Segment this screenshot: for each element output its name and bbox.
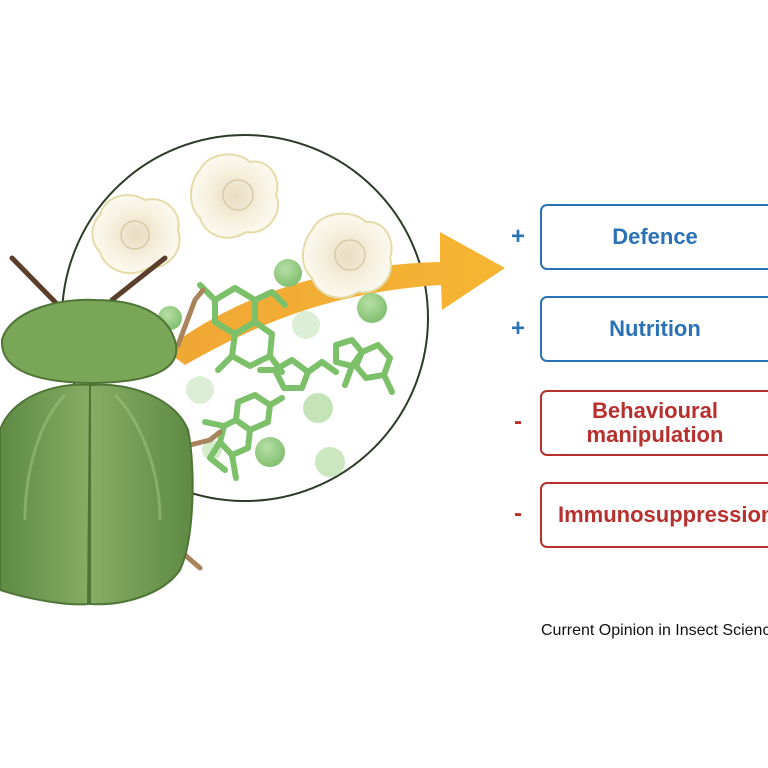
effect-box-behavioural: Behavioural manipulation [540,390,768,456]
molecule-icon [202,392,285,481]
journal-credit: Current Opinion in Insect Science [541,622,768,639]
effect-box-immuno: Immunosuppression [540,482,768,548]
symbiont-cell-icon [190,153,279,239]
symbiont-cell-icon [302,212,393,299]
molecule-icon [257,337,395,395]
effect-sign-immuno: - [514,500,522,527]
effect-sign-nutrition: + [510,315,525,342]
effect-label: Defence [612,224,698,249]
effect-box-defence: Defence [540,204,768,270]
effect-sign-behavioural: - [514,408,522,435]
effect-label-line2: manipulation [586,422,724,447]
beetle-icon [0,255,223,606]
symbiont-cell-icon [91,194,181,275]
arrow-icon [165,232,505,365]
effect-sign-defence: + [510,223,525,250]
effect-label-line1: Behavioural [592,398,718,423]
effect-box-nutrition: Nutrition [540,296,768,362]
molecule-icon [197,282,288,375]
effect-label: Immunosuppression [558,502,768,527]
effect-label: Nutrition [609,316,701,341]
